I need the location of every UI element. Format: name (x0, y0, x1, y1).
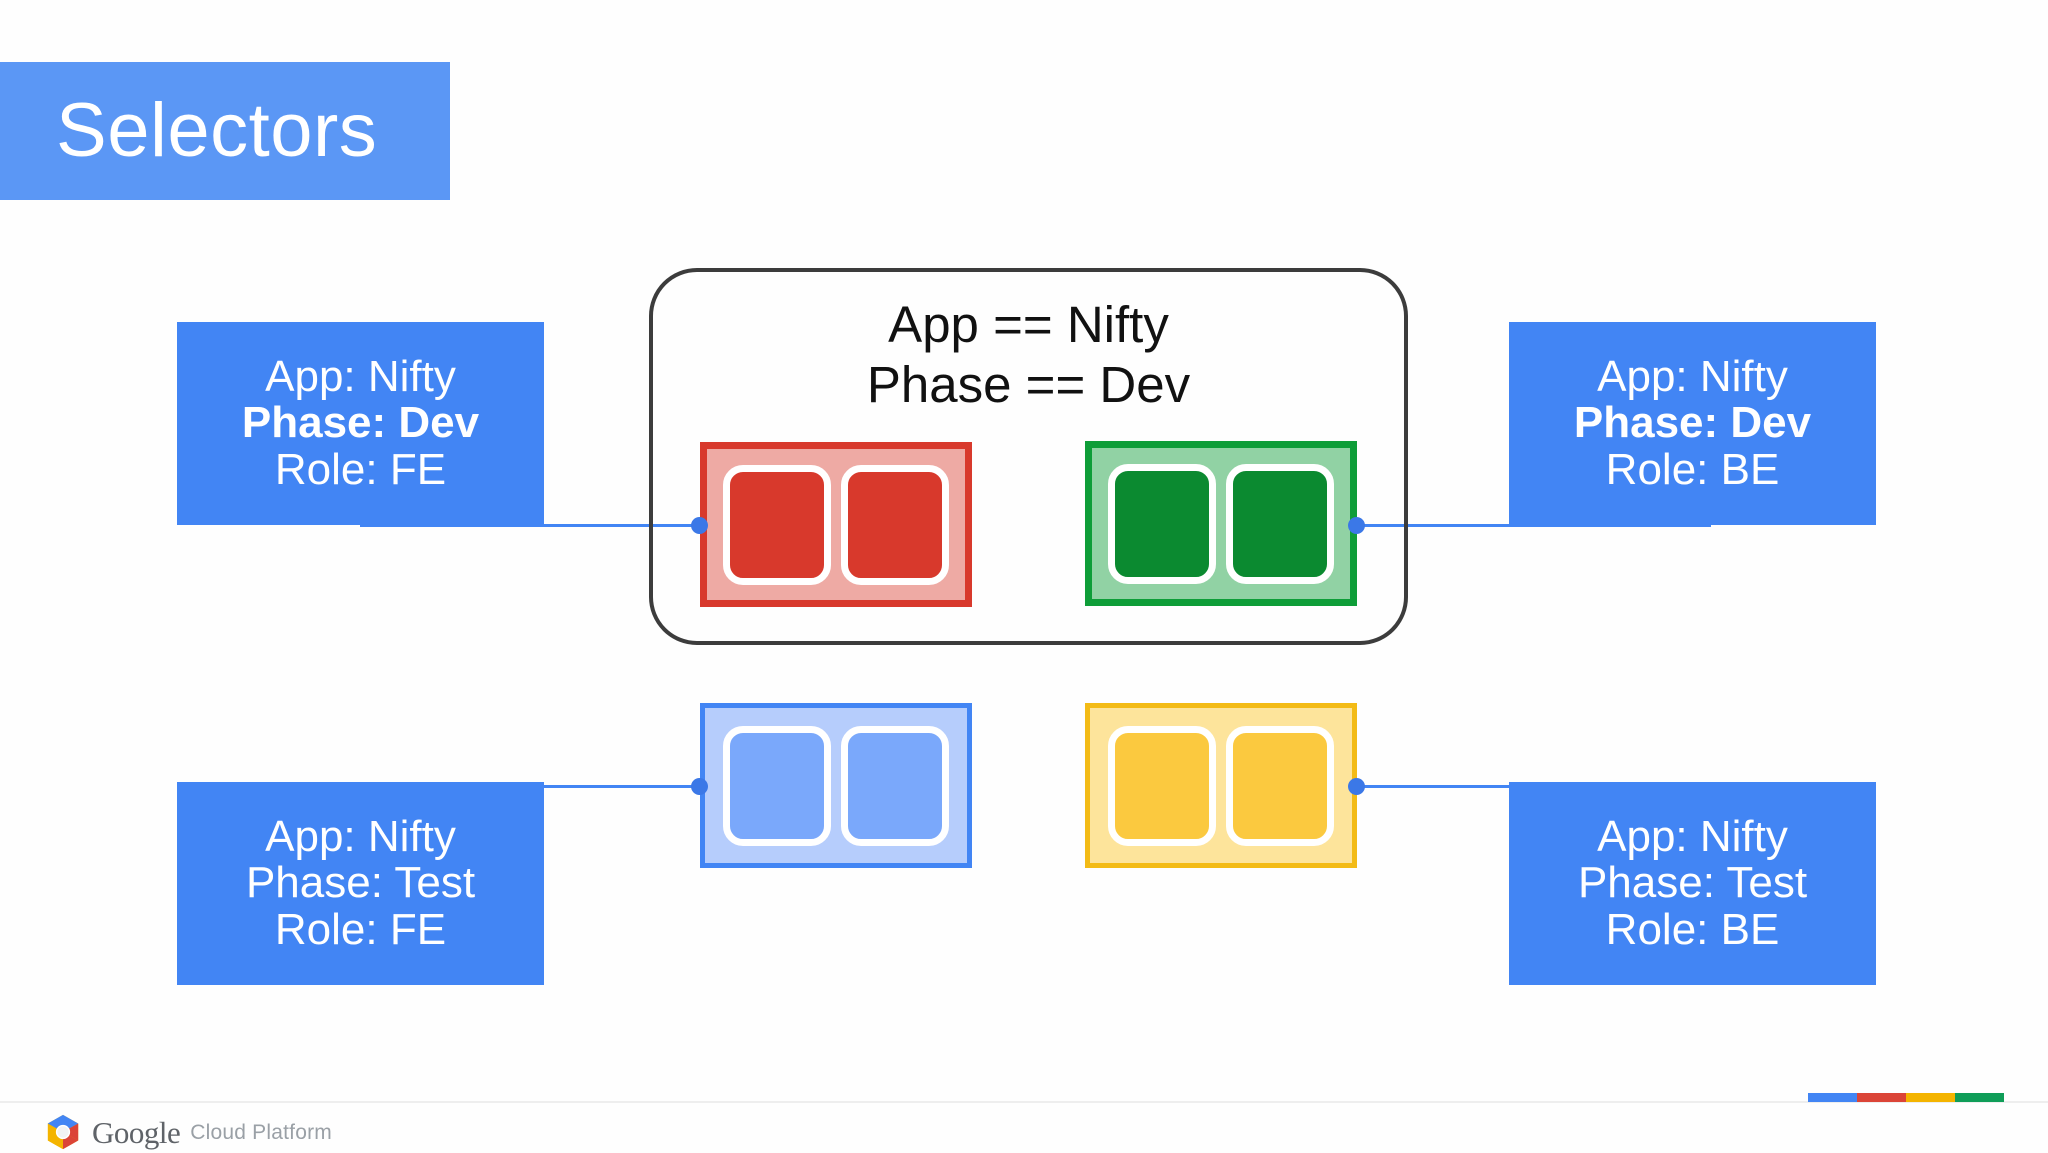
connector-line-top-left (360, 524, 698, 527)
label-line: Role: BE (1605, 444, 1780, 494)
slide-title-banner: Selectors (0, 62, 450, 200)
pod[interactable] (841, 464, 949, 585)
pod[interactable] (1108, 463, 1216, 584)
color-bar-red (1857, 1093, 1906, 1102)
pod[interactable] (841, 725, 949, 846)
label-line: App: Nifty (1597, 811, 1788, 861)
label-line: Role: BE (1605, 904, 1780, 954)
label-card-top-left[interactable]: App: Nifty Phase: Dev Role: FE (177, 322, 544, 525)
cloud-platform-text: Cloud Platform (190, 1120, 332, 1144)
label-line: Role: FE (274, 444, 447, 494)
label-card-top-right[interactable]: App: Nifty Phase: Dev Role: BE (1509, 322, 1876, 525)
label-card-bottom-right[interactable]: App: Nifty Phase: Test Role: BE (1509, 782, 1876, 985)
label-line: App: Nifty (1597, 351, 1788, 401)
label-line: Phase: Dev (241, 398, 480, 448)
google-wordmark: Google (92, 1114, 181, 1150)
connector-dot-bottom-left (691, 778, 708, 795)
color-bar-yellow (1906, 1093, 1955, 1102)
connector-dot-top-left (691, 517, 708, 534)
connector-dot-bottom-right (1348, 778, 1365, 795)
connector-dot-top-right (1348, 517, 1365, 534)
label-line: App: Nifty (265, 351, 456, 401)
pod-group-yellow[interactable] (1085, 703, 1357, 868)
google-cloud-hexagon-icon (47, 1114, 79, 1150)
google-cloud-platform-logo: Google Cloud Platform (44, 1113, 332, 1151)
color-bar-blue (1808, 1093, 1857, 1102)
pod-group-blue[interactable] (700, 703, 972, 868)
label-line: Phase: Test (245, 858, 476, 908)
selector-boundary-box (649, 268, 1408, 645)
label-line: Role: FE (274, 904, 447, 954)
label-line: Phase: Dev (1573, 398, 1812, 448)
color-bar-green (1955, 1093, 2004, 1102)
pod[interactable] (723, 464, 831, 585)
pod[interactable] (1226, 463, 1334, 584)
pod[interactable] (723, 725, 831, 846)
pod[interactable] (1108, 725, 1216, 846)
connector-line-top-right (1356, 524, 1711, 527)
pod-group-red[interactable] (700, 442, 972, 607)
page-title: Selectors (56, 88, 378, 173)
pod-group-green[interactable] (1085, 441, 1357, 606)
label-line: App: Nifty (265, 811, 456, 861)
footer-divider (0, 1101, 2048, 1103)
label-card-bottom-left[interactable]: App: Nifty Phase: Test Role: FE (177, 782, 544, 985)
label-line: Phase: Test (1577, 858, 1808, 908)
google-color-bar (1808, 1093, 2004, 1102)
pod[interactable] (1226, 725, 1334, 846)
